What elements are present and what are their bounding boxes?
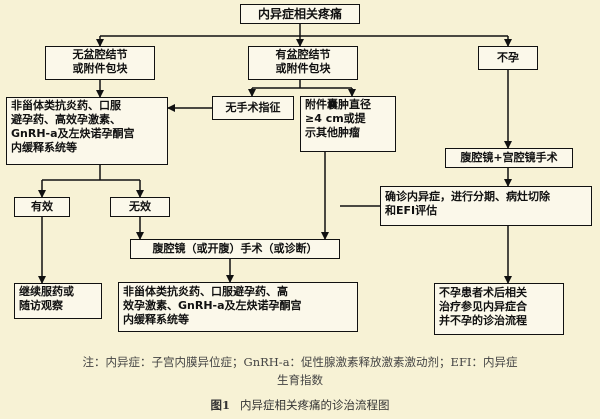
effective-node: 有效: [14, 197, 70, 217]
figure-title: 内异症相关疼痛的诊治流程图: [240, 398, 390, 412]
cyst-node: 附件囊肿直径 ≥4 cm或提 示其他肿瘤: [300, 96, 396, 152]
continue-node: 继续服药或 随访观察: [14, 283, 102, 319]
figure-label: 图1: [210, 398, 230, 412]
no-surgery-node: 无手术指征: [212, 96, 294, 120]
drugs-top-node: 非甾体类抗炎药、口服 避孕药、高效孕激素、 GnRH-a及左炔诺孕酮宫 内缓释系…: [6, 97, 168, 165]
no-mass-node: 无盆腔结节 或附件包块: [45, 46, 155, 80]
lap-surgery-node: 腹腔镜（或开腹）手术（或诊断）: [130, 239, 340, 259]
infertility-node: 不孕: [478, 46, 538, 70]
figure-caption: 图1 内异症相关疼痛的诊治流程图: [0, 397, 600, 413]
ineffective-node: 无效: [110, 197, 170, 217]
has-mass-node: 有盆腔结节 或附件包块: [248, 46, 358, 80]
footnote-line-1: 注：内异症：子宫内膜异位症；GnRH-a：促性腺激素释放激素激动剂；EFI：内异…: [82, 355, 518, 369]
root-node: 内异症相关疼痛: [240, 4, 360, 24]
confirm-node: 确诊内异症，进行分期、病灶切除 和EFI评估: [380, 186, 592, 226]
footnote-line-2: 生育指数: [277, 373, 323, 387]
infertile-post-node: 不孕患者术后相关 治疗参见内异症合 并不孕的诊治流程: [434, 283, 564, 335]
drugs-bottom-node: 非甾体类抗炎药、口服避孕药、高 效孕激素、GnRH-a及左炔诺孕酮宫 内缓释系统…: [118, 282, 358, 332]
lap-hyst-node: 腹腔镜+宫腔镜手术: [445, 148, 573, 168]
